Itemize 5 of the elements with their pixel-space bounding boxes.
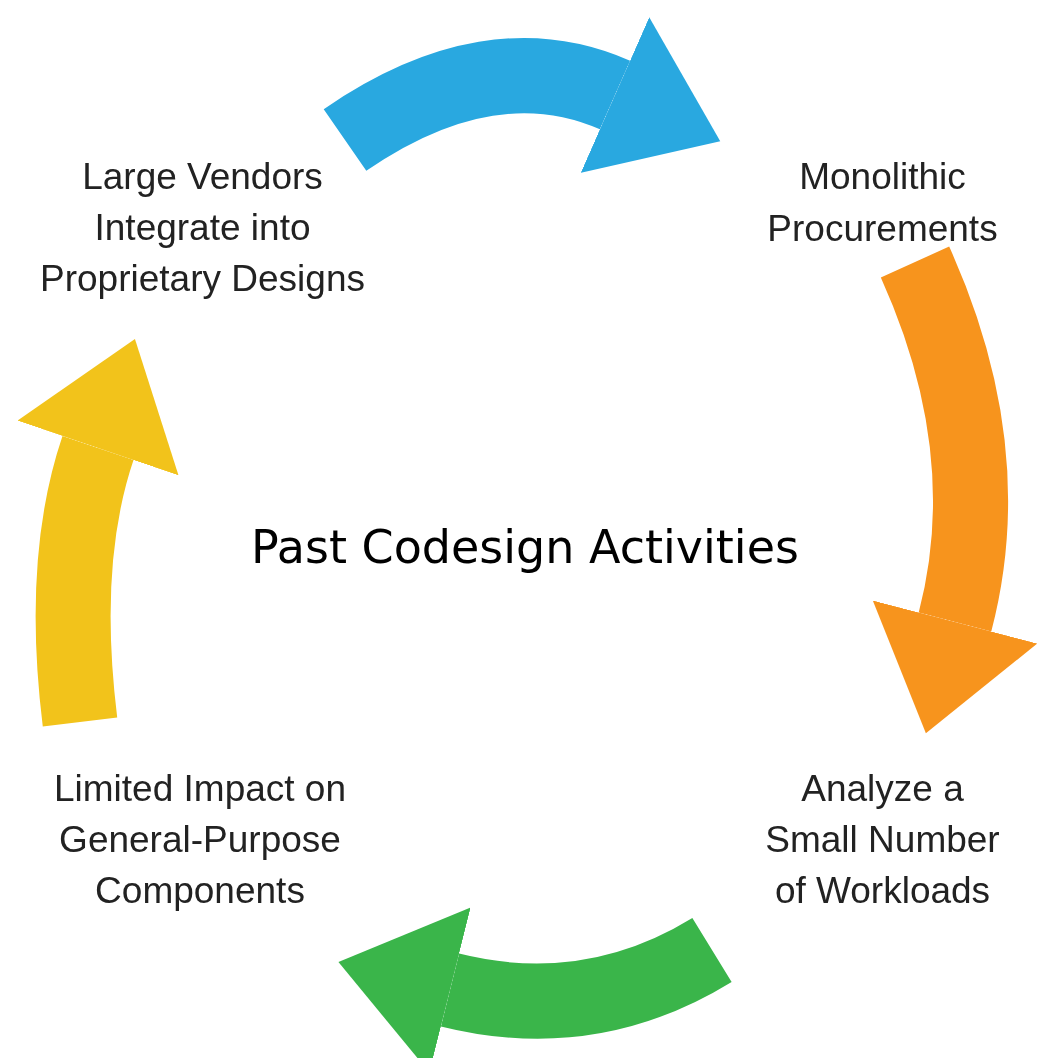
step-label: Limited Impact on General-Purpose Components	[53, 766, 347, 913]
diagram-title: Past Codesign Activities	[250, 520, 800, 574]
step-label: Monolithic Procurements	[766, 155, 999, 251]
step-label: Large Vendors Integrate into Proprietary Designs	[39, 154, 366, 301]
step-label: Analyze a Small Number of Workloads	[764, 766, 1001, 913]
